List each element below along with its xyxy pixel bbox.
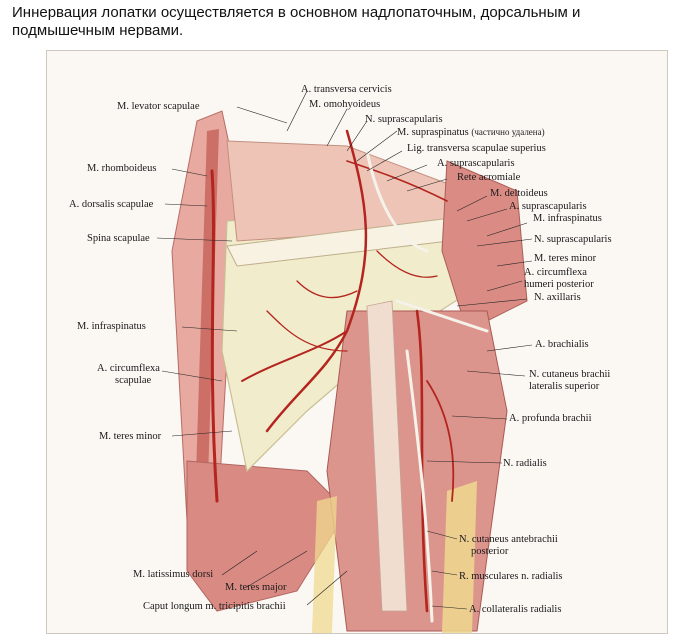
label-circumflexa-humeri-2: humeri posterior	[524, 279, 594, 290]
deltoid-muscle	[441, 160, 528, 332]
circumflex-scapular-artery	[241, 330, 348, 382]
label-n-suprascapularis-mid: N. suprascapularis	[534, 234, 612, 245]
dorsal-scapular-artery	[210, 169, 219, 503]
label-n-axillaris: N. axillaris	[534, 292, 581, 303]
label-n-radialis: N. radialis	[503, 458, 547, 469]
label-teres-major: M. teres major	[225, 582, 287, 593]
label-a-brachialis: A. brachialis	[535, 339, 589, 350]
label-cutaneus-brachii-2: lateralis superior	[529, 381, 600, 392]
label-lig-transversa: Lig. transversa scapulae superius	[407, 143, 546, 154]
label-profunda-brachii: A. profunda brachii	[509, 413, 592, 424]
fat-strip-left	[312, 496, 337, 633]
label-deltoideus: M. deltoideus	[490, 188, 548, 199]
label-infraspinatus-left: M. infraspinatus	[77, 321, 146, 332]
fat-strip	[442, 481, 477, 633]
label-cutaneus-antebrachii-2: posterior	[471, 546, 509, 557]
nerves	[365, 149, 489, 623]
label-a-suprascapularis-top: A. suprascapularis	[437, 158, 515, 169]
label-circumflexa-humeri-1: A. circumflexa	[524, 267, 587, 278]
profunda-artery	[426, 380, 455, 502]
page-caption: Иннервация лопатки осуществляется в осно…	[12, 4, 581, 39]
label-a-suprascapularis-mid: A. suprascapularis	[509, 201, 587, 212]
branch-3	[376, 250, 438, 278]
label-n-suprascapularis-top: N. suprascapularis	[365, 114, 443, 125]
label-supraspinatus: M. supraspinatus (частично удалена)	[397, 127, 545, 138]
label-transversa-cervicis: A. transversa cervicis	[301, 84, 392, 95]
radial-nerve	[405, 349, 434, 623]
triceps-muscle	[326, 310, 508, 632]
humerus-tendon	[366, 300, 408, 612]
label-infraspinatus-right: M. infraspinatus	[533, 213, 602, 224]
anatomy-illustration: A. transversa cervicis M. levator scapul…	[46, 50, 668, 634]
branch-2	[266, 310, 348, 352]
scapula-drawing	[156, 90, 533, 633]
label-rhomboideus: M. rhomboideus	[87, 163, 157, 174]
label-cutaneus-brachii-1: N. cutaneus brachii	[529, 369, 611, 380]
label-r-muscularis: R. musculares n. radialis	[459, 571, 563, 582]
label-levator-scapulae: M. levator scapulae	[117, 101, 200, 112]
suprascapular-nerve	[365, 149, 429, 253]
label-teres-minor-right: M. teres minor	[534, 253, 597, 264]
label-dorsalis-scapulae: A. dorsalis scapulae	[69, 199, 154, 210]
label-caput-longum: Caput longum m. tricipitis brachii	[143, 601, 286, 612]
label-circumflexa-scapulae-2: scapulae	[115, 375, 152, 386]
label-cutaneus-antebrachii-1: N. cutaneus antebrachii	[459, 534, 558, 545]
label-omohyoideus: M. omohyoideus	[309, 99, 381, 110]
label-teres-minor-left: M. teres minor	[99, 431, 162, 442]
label-circumflexa-scapulae-1: A. circumflexa	[97, 363, 160, 374]
arteries	[210, 129, 455, 613]
label-rete-acromiale: Rete acromiale	[457, 172, 521, 183]
axillary-nerve	[395, 299, 489, 333]
rete-acromiale	[346, 160, 448, 202]
label-collateralis-radialis: A. collateralis radialis	[469, 604, 562, 615]
latissimus-dorsi-muscle	[186, 460, 348, 612]
leader-lines	[156, 90, 533, 610]
branch-1	[296, 280, 358, 299]
brachial-artery	[415, 309, 429, 613]
label-spina-scapulae: Spina scapulae	[87, 233, 150, 244]
label-latissimus-dorsi: M. latissimus dorsi	[133, 569, 214, 580]
suprascapular-artery	[265, 129, 368, 433]
